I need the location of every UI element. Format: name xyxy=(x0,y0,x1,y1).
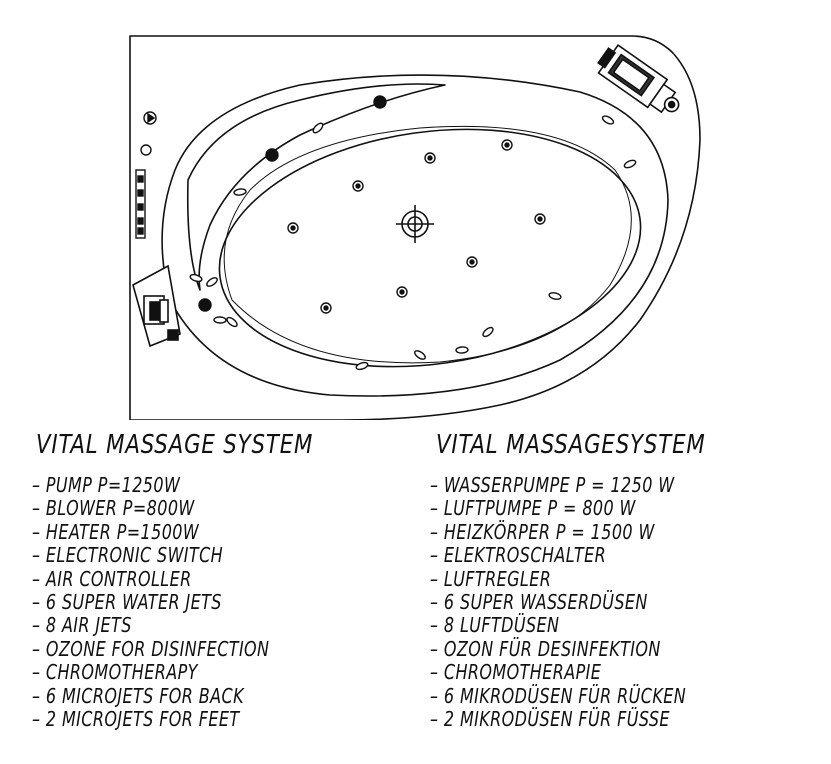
jets-layer xyxy=(189,95,637,371)
spec-item: – CHROMOTHERAPY xyxy=(32,660,198,685)
water-jet-core xyxy=(504,142,510,148)
spec-item: – PUMP P=1250W xyxy=(32,473,181,497)
micro-jet-icon xyxy=(414,350,426,360)
micro-jet-icon xyxy=(189,273,203,283)
backrest-wall xyxy=(186,83,446,291)
spec-item: – ELEKTROSCHALTER xyxy=(430,543,607,568)
spec-item: – 8 LUFTDÜSEN xyxy=(430,613,560,638)
spec-item: – OZON FÜR DESINFEKTION xyxy=(430,636,661,661)
super-jet-icon xyxy=(265,148,279,162)
spec-item: – 6 SUPER WATER JETS xyxy=(32,590,222,615)
spec-item: – ELECTRONIC SWITCH xyxy=(32,543,224,568)
bathtub-drawing xyxy=(129,35,701,420)
spec-item: – 2 MIKRODÜSEN FÜR FÜSSE xyxy=(430,707,670,732)
tub-outline xyxy=(129,35,701,420)
micro-jet-icon xyxy=(213,316,227,324)
micro-jet-icon xyxy=(482,326,494,338)
spec-list-english: – PUMP P=1250W – BLOWER P=800W – HEATER … xyxy=(32,473,374,732)
basin-outer-rim xyxy=(161,74,669,397)
spec-item: – AIR CONTROLLER xyxy=(32,566,192,591)
control-panel xyxy=(135,111,157,239)
micro-jet-icon xyxy=(312,122,324,134)
micro-jet-icon xyxy=(355,361,369,371)
spec-item: – LUFTREGLER xyxy=(430,566,552,591)
micro-jet-icon xyxy=(226,316,238,328)
micro-jet-icon xyxy=(233,188,247,196)
water-jet-core xyxy=(355,183,361,189)
spec-item: – OZONE FOR DISINFECTION xyxy=(32,636,270,661)
super-jet-icon xyxy=(198,298,212,312)
blower-unit-icon xyxy=(132,264,181,348)
spec-list-german: – WASSERPUMPE P = 1250 W – LUFTPUMPE P =… xyxy=(430,473,765,732)
micro-jet-icon xyxy=(548,292,562,300)
spec-title-german: VITAL MASSAGESYSTEM xyxy=(436,430,706,460)
spec-item: – HEATER P=1500W xyxy=(32,519,200,544)
spec-item: – HEIZKÖRPER P = 1500 W xyxy=(430,519,655,544)
basin-floor xyxy=(223,125,632,364)
pump-unit-icon xyxy=(597,43,680,114)
sensor-icon xyxy=(140,144,152,156)
drain-icon xyxy=(396,205,434,243)
water-jet-core xyxy=(469,259,475,265)
spec-item: – 2 MICROJETS FOR FEET xyxy=(32,707,240,732)
spec-item: – BLOWER P=800W xyxy=(32,496,195,521)
spec-item: – 6 MIKRODÜSEN FÜR RÜCKEN xyxy=(430,683,687,708)
basin-inner xyxy=(218,128,642,368)
spec-item: – LUFTPUMPE P = 800 W xyxy=(430,496,636,521)
spec-title-english: VITAL MASSAGE SYSTEM xyxy=(36,430,314,460)
micro-jet-icon xyxy=(601,115,615,125)
water-jet-core xyxy=(323,305,329,311)
spec-item: – 6 MICROJETS FOR BACK xyxy=(32,683,244,708)
spec-item: – 6 SUPER WASSERDÜSEN xyxy=(430,590,648,615)
water-jet-core xyxy=(399,289,405,295)
micro-jet-icon xyxy=(455,346,469,354)
water-jet-core xyxy=(427,155,433,161)
water-jet-core xyxy=(290,225,296,231)
spec-column-german: VITAL MASSAGESYSTEM – WASSERPUMPE P = 12… xyxy=(430,430,765,731)
spec-item: – CHROMOTHERAPIE xyxy=(430,660,602,685)
micro-jet-icon xyxy=(206,277,218,287)
micro-jet-icon xyxy=(623,159,637,169)
spec-item: – WASSERPUMPE P = 1250 W xyxy=(430,473,675,497)
spec-item: – 8 AIR JETS xyxy=(32,613,132,638)
water-jet-core xyxy=(537,216,543,222)
spec-column-english: VITAL MASSAGE SYSTEM – PUMP P=1250W – BL… xyxy=(32,430,374,731)
super-jet-icon xyxy=(373,95,387,109)
